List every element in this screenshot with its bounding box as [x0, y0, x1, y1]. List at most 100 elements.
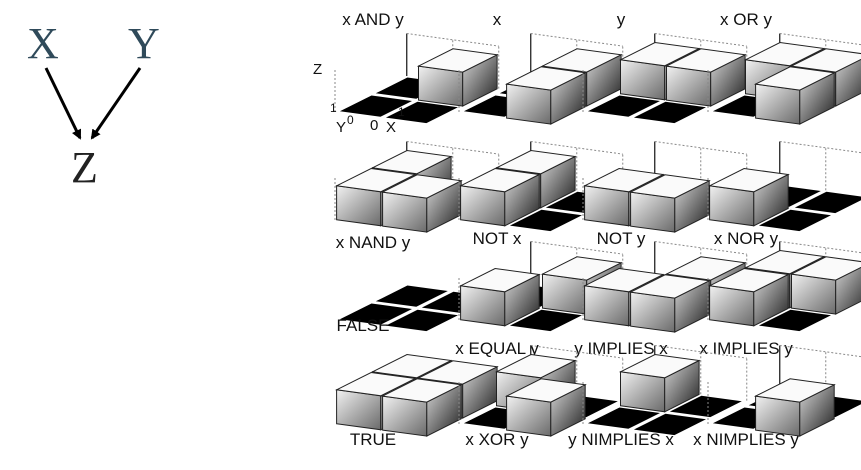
base-tile: [794, 191, 861, 214]
back-wall-grid-line: [530, 241, 623, 255]
base-tile: [633, 101, 706, 124]
function-label: x NIMPLIES y: [693, 430, 799, 449]
back-wall-grid-line: [779, 33, 861, 46]
back-wall-grid-line: [406, 33, 499, 47]
function-label: TRUE: [349, 430, 397, 449]
bar-cube-top: [664, 256, 747, 281]
bar-cube-front: [382, 191, 428, 233]
back-wall-grid-line: [654, 345, 747, 359]
bar-cube-top: [370, 353, 453, 379]
base-tile: [587, 407, 660, 429]
bar-cube-front: [336, 389, 382, 431]
bar-cube-top: [789, 256, 861, 281]
bar-cube-front: [584, 285, 630, 327]
base-tile: [587, 95, 660, 117]
back-wall-grid-line: [779, 141, 861, 154]
bar-cube-front: [336, 185, 382, 227]
truth-table-3d-plot: [707, 241, 861, 332]
function-label: x NAND y: [335, 233, 411, 252]
function-label: y: [616, 10, 626, 29]
node-x: X: [27, 19, 59, 68]
y-axis-tick-low: 0: [347, 113, 354, 127]
bar-cube-top: [494, 149, 577, 175]
bar-cube-front: [620, 371, 666, 413]
bar-cube-top: [458, 267, 541, 293]
base-tile: [339, 95, 412, 117]
back-wall-grid-line: [654, 241, 747, 255]
truth-table-3d-plot: [582, 33, 748, 124]
base-tile: [758, 209, 831, 232]
bar-cube-side: [835, 266, 861, 315]
bar-cube-top: [494, 353, 577, 379]
bar-cube-top: [664, 48, 747, 73]
truth-table-3d-plot: [458, 345, 624, 437]
function-label: NOT x: [472, 229, 522, 248]
truth-table-3d-plot: [582, 141, 748, 233]
edge-y-to-z: [90, 67, 142, 140]
truth-table-3d-plot: [707, 141, 861, 232]
truth-table-3d-plot: [334, 141, 500, 233]
truth-table-3d-plot: [707, 33, 861, 125]
node-y: Y: [128, 19, 160, 68]
edge-x-to-z: [44, 67, 82, 140]
bar-cube-top: [334, 371, 417, 397]
function-label: x XOR y: [465, 430, 529, 449]
truth-table-3d-plot: [582, 345, 748, 436]
bar-cube-top: [380, 378, 463, 403]
bar-cube-top: [370, 149, 453, 175]
bar-cube-front: [620, 59, 666, 101]
function-label: x: [492, 10, 502, 29]
bar-cube-top: [504, 378, 587, 403]
function-label: y IMPLIES x: [574, 339, 668, 358]
back-wall-grid-line: [530, 141, 623, 155]
function-label: x EQUAL y: [455, 339, 539, 358]
bar-cube-top: [540, 256, 623, 281]
base-tile: [375, 285, 448, 307]
bar-cube-front: [460, 185, 506, 227]
back-wall-grid-line: [654, 141, 747, 155]
base-tile: [385, 309, 458, 332]
function-label: y NIMPLIES x: [568, 430, 674, 449]
back-wall-grid-line: [779, 241, 861, 254]
bar-cube-front: [755, 83, 801, 125]
function-label: FALSE: [336, 316, 390, 335]
truth-table-3d-plot: [458, 141, 624, 232]
base-tile: [509, 209, 582, 232]
y-axis-tick-high: 1: [330, 101, 337, 115]
bar-cube-side: [835, 58, 861, 107]
bar-cube-front: [791, 273, 837, 315]
function-label: x NOR y: [713, 229, 779, 248]
bar-cube-top: [789, 48, 861, 73]
back-wall-grid-line: [530, 33, 623, 47]
x-axis-tick-high: 1: [398, 105, 405, 119]
bar-cube-top: [753, 66, 836, 91]
bar-cube-front: [584, 185, 630, 227]
bar-cube-front: [709, 185, 755, 227]
function-label: x OR y: [720, 10, 772, 29]
bar-cube-top: [540, 48, 623, 73]
bar-cube-top: [458, 167, 541, 193]
bar-cube-top: [334, 167, 417, 193]
y-axis-label: Y: [336, 119, 347, 136]
truth-table-3d-plot: [334, 353, 499, 437]
bar-cube-top: [753, 378, 836, 403]
bar-cube-front: [460, 285, 506, 327]
bar-cube-front: [709, 285, 755, 327]
x-axis-label: X: [386, 119, 397, 136]
bar-cube-top: [504, 66, 587, 91]
node-z: Z: [71, 143, 98, 192]
truth-table-3d-plot: [458, 241, 624, 332]
function-label: x IMPLIES y: [699, 339, 793, 358]
back-wall-grid-line: [406, 141, 499, 155]
back-wall-grid-line: [654, 33, 747, 47]
bar-cube-front: [506, 83, 552, 125]
base-tile: [385, 101, 458, 124]
bar-cube-top: [707, 267, 790, 293]
bar-cube-top: [416, 360, 499, 385]
base-tile: [339, 303, 412, 325]
base-tile: [509, 309, 582, 332]
bar-cube-top: [618, 353, 701, 379]
bar-cube-top: [743, 41, 826, 67]
truth-table-3d-plot: [458, 33, 624, 125]
